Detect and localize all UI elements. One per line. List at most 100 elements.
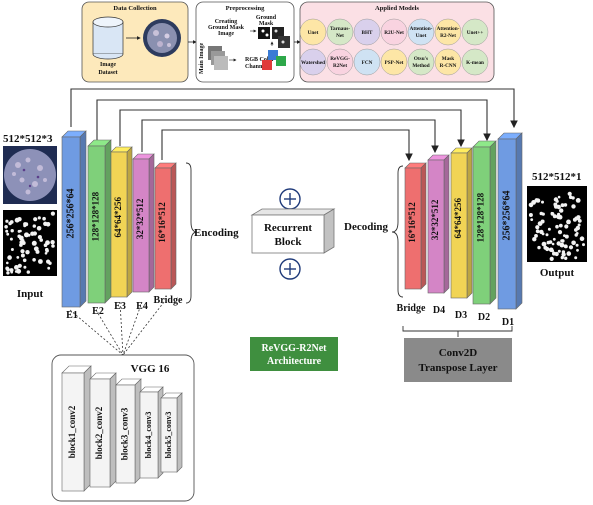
vgg-block: [61, 365, 92, 492]
encoder-block-e4: [132, 153, 155, 293]
decoder-name: D4: [433, 305, 445, 316]
input-label: Input: [17, 288, 44, 300]
model-name: PSP-Net: [385, 60, 404, 66]
decoder-dims: 64*64*256: [453, 198, 463, 239]
encoder-block-e1: [61, 130, 87, 308]
encoder-blocks: 256*256*64E1128*128*128E264*64*256E332*3…: [61, 130, 183, 321]
model-name: Tarnaus-: [330, 26, 350, 32]
encoder-name: E2: [92, 306, 104, 317]
model-name: Watershed: [301, 60, 325, 66]
recurrent-label-line2: Block: [275, 236, 303, 248]
encoder-block-e3: [110, 146, 133, 298]
model-name: Attention-: [437, 26, 460, 32]
model-name: R2Net: [333, 63, 347, 69]
model-name: Unet++: [467, 30, 484, 36]
model-name: R2U-Net: [384, 30, 404, 36]
recurrent-plus-bottom: [279, 258, 301, 280]
model-name: Unet: [308, 30, 319, 36]
decoder-blocks: 16*16*512Bridge32*32*512D464*64*256D3128…: [397, 132, 523, 328]
encoder-dims: 64*64*256: [113, 197, 123, 238]
preprocessing-panel: Preprocessing Ground Mask Creating Groun…: [195, 1, 295, 83]
model-bubble: Tarnaus-Net: [326, 18, 354, 46]
encoder-dims: 256*256*64: [65, 189, 76, 239]
model-name: FCN: [362, 60, 373, 66]
input-rgb-image: [3, 146, 57, 204]
model-name: BHT: [362, 30, 373, 36]
encoder-dims: 16*16*512: [157, 202, 167, 243]
decoder-dims: 32*32*512: [430, 199, 440, 240]
encoder-dims: 32*32*512: [135, 198, 145, 239]
decoder-dims: 128*128*128: [476, 192, 486, 242]
decoding-label: Decoding: [344, 221, 389, 233]
model-bubble: Attention-R2-Net: [434, 18, 462, 46]
vgg-block-label: block5_conv3: [164, 412, 173, 459]
vgg-block: [89, 372, 117, 488]
dataset-label-line2: Dataset: [98, 70, 117, 76]
encoder-name: E4: [136, 301, 148, 312]
applied-models-panel: Applied Models Unet Tarnaus-Net BHT R2U-Net…: [299, 1, 495, 83]
model-name: Otsu's: [414, 56, 428, 62]
mask-thumbnails: [258, 27, 290, 48]
preprocessing-title: Preprocessing: [226, 5, 266, 12]
model-bubble: Attention-Unet: [407, 18, 435, 46]
sample-microscope-image: [143, 19, 181, 57]
encoding-brace: [185, 162, 198, 304]
model-bubble: Unet++: [461, 18, 489, 46]
main-image-label: Main Image: [199, 43, 205, 75]
recurrent-block: Recurrent Block: [250, 208, 336, 254]
output-mask-image: [527, 186, 587, 262]
model-bubble: Unet: [299, 18, 327, 46]
creating-mask-label: Creating: [215, 19, 238, 25]
database-icon: [92, 16, 124, 60]
applied-models-title: Applied Models: [375, 5, 419, 12]
model-bubble: ReVGG-R2Net: [326, 48, 354, 76]
vgg-title: VGG 16: [131, 363, 170, 375]
model-name: Unet: [416, 33, 427, 39]
rgb-channel-label: RGB Color: [245, 57, 275, 63]
vgg-block: [160, 392, 183, 473]
encoder-dims: 128*128*128: [91, 191, 101, 241]
transpose-label-box: Conv2D Transpose Layer: [404, 338, 512, 382]
transpose-label-line2: Transpose Layer: [419, 362, 498, 374]
decoder-dims: 256*256*64: [501, 191, 512, 241]
model-name: Mask: [442, 56, 455, 62]
model-bubble: Watershed: [299, 48, 327, 76]
architecture-label-line1: ReVGG-R2Net: [262, 343, 328, 354]
data-collection-title: Data Collection: [113, 5, 157, 12]
decoder-name: Bridge: [397, 303, 426, 314]
decoder-block-d1: [497, 132, 523, 310]
model-name: Net: [336, 33, 344, 39]
model-name: Attention-: [410, 26, 433, 32]
svg-text:Ground Mask: Ground Mask: [208, 25, 245, 31]
decoder-dims: 16*16*512: [407, 202, 417, 243]
model-bubble: R2U-Net: [380, 18, 408, 46]
input-size: 512*512*3: [3, 133, 53, 145]
vgg-block-label: block3_conv3: [120, 407, 130, 460]
vgg-block-label: block4_conv3: [144, 412, 153, 459]
architecture-label-box: ReVGG-R2Net Architecture: [250, 337, 338, 371]
input-mask-image: [3, 210, 57, 276]
model-bubble: BHT: [353, 18, 381, 46]
decoder-block-d4: [427, 154, 450, 294]
model-bubble: FCN: [353, 48, 381, 76]
vgg-fan-lines: [69, 301, 165, 356]
architecture-label-line2: Architecture: [267, 356, 322, 367]
rgb-cubes-icon: [262, 50, 286, 70]
transpose-bracket: [402, 326, 513, 332]
encoding-label: Encoding: [194, 227, 239, 239]
output-label: Output: [540, 267, 575, 279]
model-bubble: PSP-Net: [380, 48, 408, 76]
encoder-name: Bridge: [154, 295, 183, 306]
vgg-block: [115, 378, 142, 484]
model-name: K-mean: [466, 60, 484, 66]
svg-text:Channel: Channel: [245, 64, 267, 70]
decoder-block-d2: [472, 140, 497, 305]
encoder-block-bridge: [154, 162, 177, 290]
ground-mask-label: Ground: [256, 15, 277, 21]
skip-connections: [70, 88, 518, 162]
decoder-name: D1: [502, 317, 514, 328]
dataset-label-line1: Image: [100, 62, 116, 68]
svg-text:Image: Image: [218, 31, 234, 37]
